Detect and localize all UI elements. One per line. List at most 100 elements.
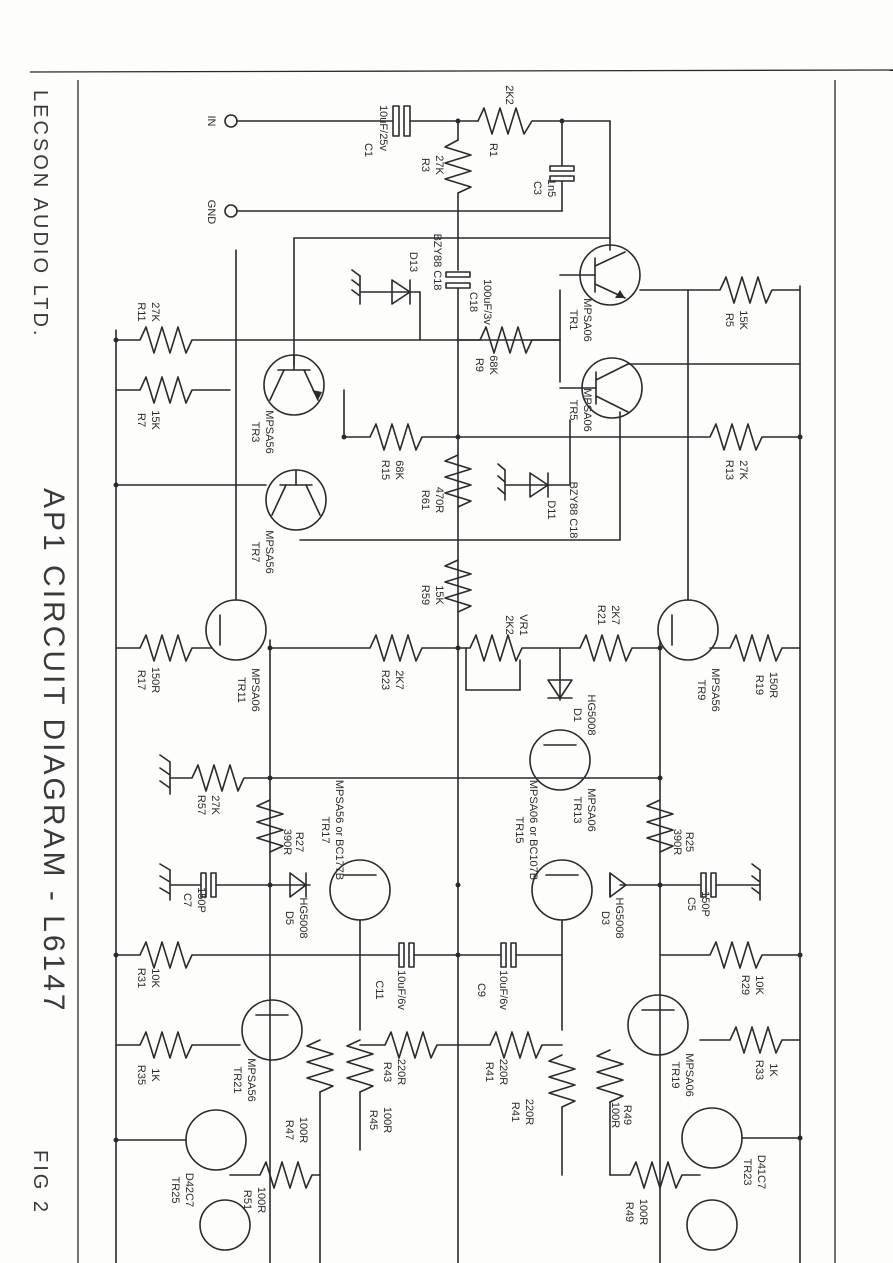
d11-r61 bbox=[299, 411, 621, 541]
label-r59-value: 15K bbox=[433, 585, 445, 605]
row-tr11-tr9 bbox=[115, 249, 801, 691]
label-r51-ref: R51 bbox=[241, 1190, 253, 1210]
label-r51-value: 100R bbox=[255, 1187, 267, 1213]
label-r7-ref: R7 bbox=[135, 413, 147, 427]
label-r29-value: 10K bbox=[753, 975, 765, 995]
label-r57-value: 27K bbox=[209, 795, 221, 815]
label-r7-value: 15K bbox=[149, 410, 161, 430]
label-tr3-ref: TR3 bbox=[249, 422, 261, 443]
label-r61-ref: R61 bbox=[419, 490, 431, 510]
label-c7-ref: C7 bbox=[181, 893, 193, 907]
label-r21-value: 2K7 bbox=[609, 605, 621, 625]
label-c1-ref: C1 bbox=[362, 143, 374, 157]
label-r9-value: 68K bbox=[487, 355, 499, 375]
label-d5-ref: D5 bbox=[283, 911, 295, 925]
label-r21-ref: R21 bbox=[595, 605, 607, 625]
label-r11-value: 27K bbox=[149, 302, 161, 322]
tr5 bbox=[559, 357, 801, 419]
label-tr15-type: MPSA06 or BC107B bbox=[527, 780, 539, 880]
label-tr21-ref: TR21 bbox=[231, 1067, 243, 1094]
label-c7-value: 150P bbox=[195, 887, 207, 913]
label-tr7-type: MPSA56 bbox=[263, 530, 275, 573]
label-r31-ref: R31 bbox=[135, 968, 147, 988]
label-r57-ref: R57 bbox=[195, 795, 207, 815]
label-vr1-ref: VR1 bbox=[517, 614, 529, 635]
label-tr13-ref: TR13 bbox=[571, 797, 583, 824]
label-tr13-type: MPSA06 bbox=[585, 788, 597, 831]
label-tr1-ref: TR1 bbox=[567, 310, 579, 331]
label-tr7-ref: TR7 bbox=[249, 542, 261, 563]
label-d13-type: BZY88 C18 bbox=[431, 234, 443, 291]
input-terminal[interactable] bbox=[224, 114, 238, 128]
label-r5-value: 15K bbox=[737, 310, 749, 330]
label-r23-value: 2K7 bbox=[393, 670, 405, 690]
label-r17-ref: R17 bbox=[135, 670, 147, 690]
tr1 bbox=[559, 244, 641, 306]
label-r1-ref: R1 bbox=[487, 143, 499, 157]
label-r31-value: 10K bbox=[149, 968, 161, 988]
label-r41-value: 220R bbox=[523, 1099, 535, 1125]
row-r7-r15-r13 bbox=[115, 376, 803, 451]
label-tr25-type: D42C7 bbox=[183, 1173, 195, 1207]
output-stage bbox=[113, 994, 803, 1263]
label-tr17-ref: TR17 bbox=[319, 817, 331, 844]
label-d13-ref: D13 bbox=[407, 252, 419, 272]
r59 bbox=[444, 559, 472, 613]
label-r43-value: 100R bbox=[381, 1107, 393, 1133]
label-r13-ref: R13 bbox=[723, 460, 735, 480]
label-r25-ref: R25 bbox=[683, 832, 695, 852]
label-r39-ref: R43 bbox=[381, 1062, 393, 1082]
input-section bbox=[224, 105, 611, 271]
sheet-number: FIG 2 bbox=[29, 1150, 51, 1215]
label-c9-ref: C9 bbox=[475, 983, 487, 997]
label-c5-ref: C5 bbox=[685, 897, 697, 911]
label-r19-ref: R19 bbox=[753, 675, 765, 695]
label-c18-value: 100uF/3v bbox=[481, 279, 493, 325]
label-r33-ref: R33 bbox=[753, 1060, 765, 1080]
label-c11-value: 10uF/6v bbox=[395, 970, 407, 1010]
label-tr11-type: MPSA06 bbox=[249, 668, 261, 711]
label-r15-value: 68K bbox=[393, 460, 405, 480]
c18-d13 bbox=[293, 237, 611, 441]
label-c11-ref: C11 bbox=[373, 980, 385, 999]
label-r27-ref: R27 bbox=[293, 832, 305, 852]
label-r9-ref: R9 bbox=[473, 358, 485, 372]
label-c18-ref: C18 bbox=[467, 292, 479, 312]
label-r29-ref: R29 bbox=[739, 975, 751, 995]
tr7 bbox=[113, 469, 327, 531]
label-d1-type: HG5008 bbox=[585, 695, 597, 736]
label-r37-ref: R41 bbox=[483, 1062, 495, 1082]
label-r3-ref: R3 bbox=[419, 158, 431, 172]
r25-r27 bbox=[256, 799, 674, 853]
label-r19-value: 150R bbox=[767, 672, 779, 698]
row-r11-r9-r5 bbox=[113, 276, 801, 383]
label-d3-ref: D3 bbox=[599, 911, 611, 925]
label-c3-ref: C3 bbox=[531, 181, 543, 195]
component-labels: IN GND 10uF/25v C1 2K2 R1 27K R3 1n5 C3 … bbox=[135, 85, 779, 1225]
sheet-border bbox=[29, 69, 893, 1263]
label-r39-value: 220R bbox=[395, 1059, 407, 1085]
r57 bbox=[159, 754, 271, 795]
label-r23-ref: R23 bbox=[379, 670, 391, 690]
label-r47-value: 100R bbox=[297, 1117, 309, 1143]
company-name: LECSON AUDIO LTD. bbox=[29, 90, 51, 338]
label-tr15-ref: TR15 bbox=[513, 817, 525, 844]
label-r27-value: 390R bbox=[281, 829, 293, 855]
label-r3-value: 27K bbox=[433, 155, 445, 175]
label-r35-value: 1K bbox=[149, 1068, 161, 1082]
label-r61-value: 470R bbox=[433, 487, 445, 513]
row-r31-r29 bbox=[113, 919, 803, 1031]
ground-terminal[interactable] bbox=[224, 204, 238, 218]
label-vr1-value: 2K2 bbox=[503, 615, 515, 635]
row-c7-c5 bbox=[159, 859, 761, 921]
label-tr1-type: MPSA06 bbox=[581, 298, 593, 341]
label-tr21-type: MPSA56 bbox=[245, 1058, 257, 1101]
label-c3-value: 1n5 bbox=[545, 179, 557, 197]
label-tr5-ref: TR5 bbox=[567, 400, 579, 421]
label-tr19-type: MPSA06 bbox=[683, 1053, 695, 1096]
label-tr19-ref: TR19 bbox=[669, 1062, 681, 1089]
label-d11-ref: D11 bbox=[545, 500, 557, 519]
label-tr9-type: MPSA56 bbox=[709, 668, 721, 711]
